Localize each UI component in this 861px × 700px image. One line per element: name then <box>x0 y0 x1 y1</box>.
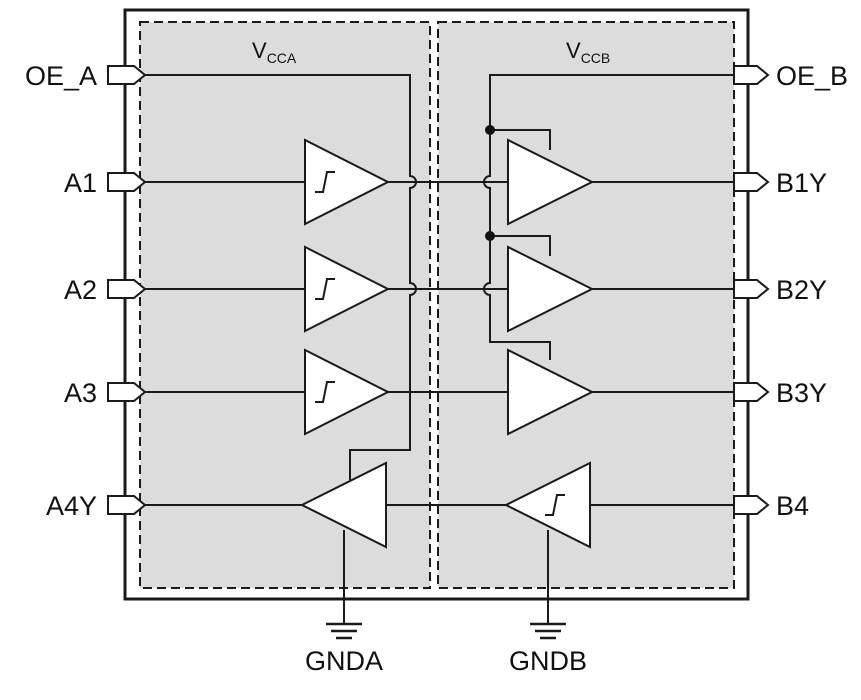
output-buffer-b2y <box>507 245 595 333</box>
pin-label-b1y: B1Y <box>776 168 827 198</box>
ground-symbol-icon <box>530 622 566 640</box>
pin-marker-b1y <box>733 172 770 192</box>
pin-marker-oe-b <box>733 65 770 85</box>
pin-marker-a2 <box>107 279 147 299</box>
pin-marker-a4y <box>107 495 147 515</box>
pin-marker-a3 <box>107 382 147 402</box>
schmitt-trigger-icon <box>545 494 565 516</box>
schmitt-input-buffer-a2 <box>304 245 391 333</box>
oe-b-tap-b2 <box>490 235 551 256</box>
oe-a-enable-line <box>145 74 417 480</box>
junction-dot-b2 <box>485 231 495 241</box>
pin-marker-b4 <box>733 495 770 515</box>
pin-label-oe-b: OE_B <box>776 61 848 91</box>
pin-label-a1: A1 <box>64 168 97 198</box>
schmitt-input-buffer-a3 <box>304 348 391 436</box>
pin-marker-b2y <box>733 279 770 299</box>
junction-dot-b1 <box>485 125 495 135</box>
schmitt-trigger-icon <box>315 171 335 193</box>
schmitt-trigger-icon <box>315 278 335 300</box>
pin-marker-oe-a <box>107 65 147 85</box>
output-buffer-b1y <box>507 138 595 226</box>
pin-label-oe-a: OE_A <box>25 61 97 91</box>
pin-label-a2: A2 <box>64 275 97 305</box>
ground-symbol-icon <box>326 622 362 640</box>
pin-label-a4y: A4Y <box>46 491 97 521</box>
ground-label-b: GNDB <box>509 646 587 676</box>
pin-label-b3y: B3Y <box>776 378 827 408</box>
schmitt-trigger-icon <box>315 381 335 403</box>
output-buffer-a4y <box>299 461 387 549</box>
pin-label-a3: A3 <box>64 378 97 408</box>
oe-b-tap-b1 <box>490 129 551 150</box>
output-buffer-b3y <box>507 348 595 436</box>
schmitt-input-buffer-b4 <box>503 461 591 549</box>
vcca-label: VCCA <box>252 38 297 66</box>
ground-label-a: GNDA <box>305 646 383 676</box>
schmitt-input-buffer-a1 <box>304 138 391 226</box>
pin-marker-a1 <box>107 172 147 192</box>
oe-b-enable-line <box>483 74 734 360</box>
pin-marker-b3y <box>733 382 770 402</box>
pin-label-b2y: B2Y <box>776 275 827 305</box>
pin-label-b4: B4 <box>776 491 809 521</box>
vccb-label: VCCB <box>566 38 610 66</box>
